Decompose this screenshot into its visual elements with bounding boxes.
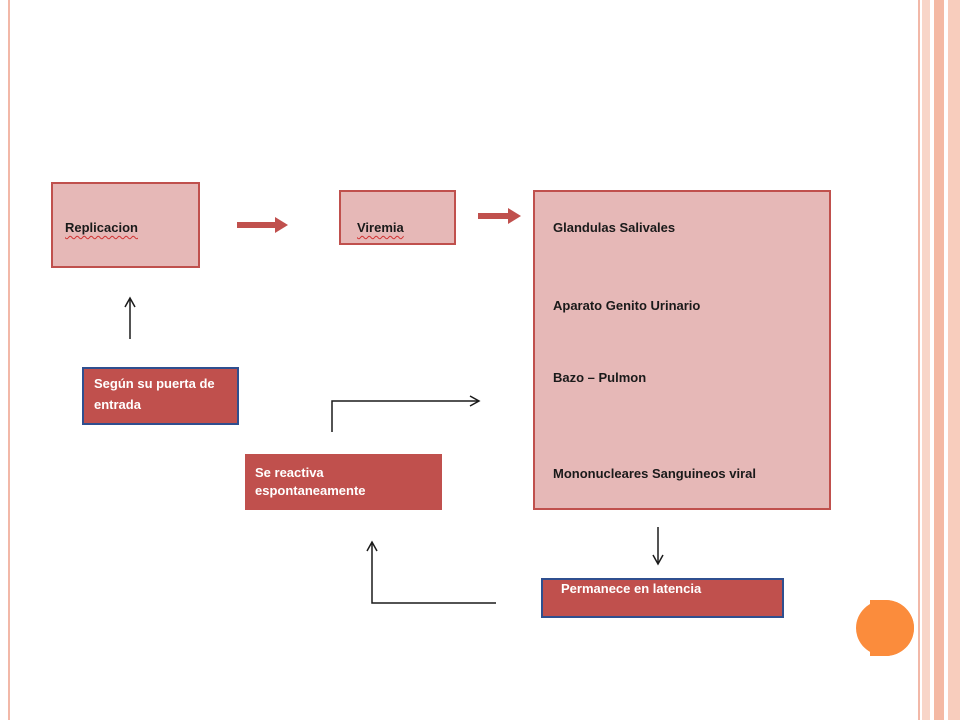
- viremia-label: Viremia: [357, 220, 404, 235]
- organ-label: Mononucleares Sanguineos viral: [553, 466, 756, 481]
- reactiva-label: Se reactiva espontaneamente: [255, 465, 366, 498]
- organ-label: Aparato Genito Urinario: [553, 298, 701, 313]
- reactiva-box: Se reactiva espontaneamente: [245, 454, 442, 510]
- side-stripe: [922, 0, 930, 720]
- side-stripe: [930, 0, 934, 720]
- side-stripe: [948, 0, 960, 720]
- latencia-box: Permanece en latencia: [541, 578, 784, 618]
- latencia-label: Permanece en latencia: [561, 581, 702, 596]
- organs-box: Glandulas Salivales Aparato Genito Urina…: [533, 190, 831, 510]
- puerta-label: Según su puerta de entrada: [94, 376, 215, 412]
- replicacion-box: Replicacion: [51, 182, 200, 268]
- slide-frame: [8, 0, 920, 720]
- organ-label: Bazo – Pulmon: [553, 370, 647, 385]
- viremia-box: Viremia: [339, 190, 456, 245]
- organ-label: Glandulas Salivales: [553, 220, 676, 235]
- replicacion-label: Replicacion: [65, 220, 138, 235]
- side-stripe: [934, 0, 944, 720]
- puerta-box: Según su puerta de entrada: [82, 367, 239, 425]
- side-stripe: [944, 0, 948, 720]
- orange-circle-decoration: [856, 600, 914, 656]
